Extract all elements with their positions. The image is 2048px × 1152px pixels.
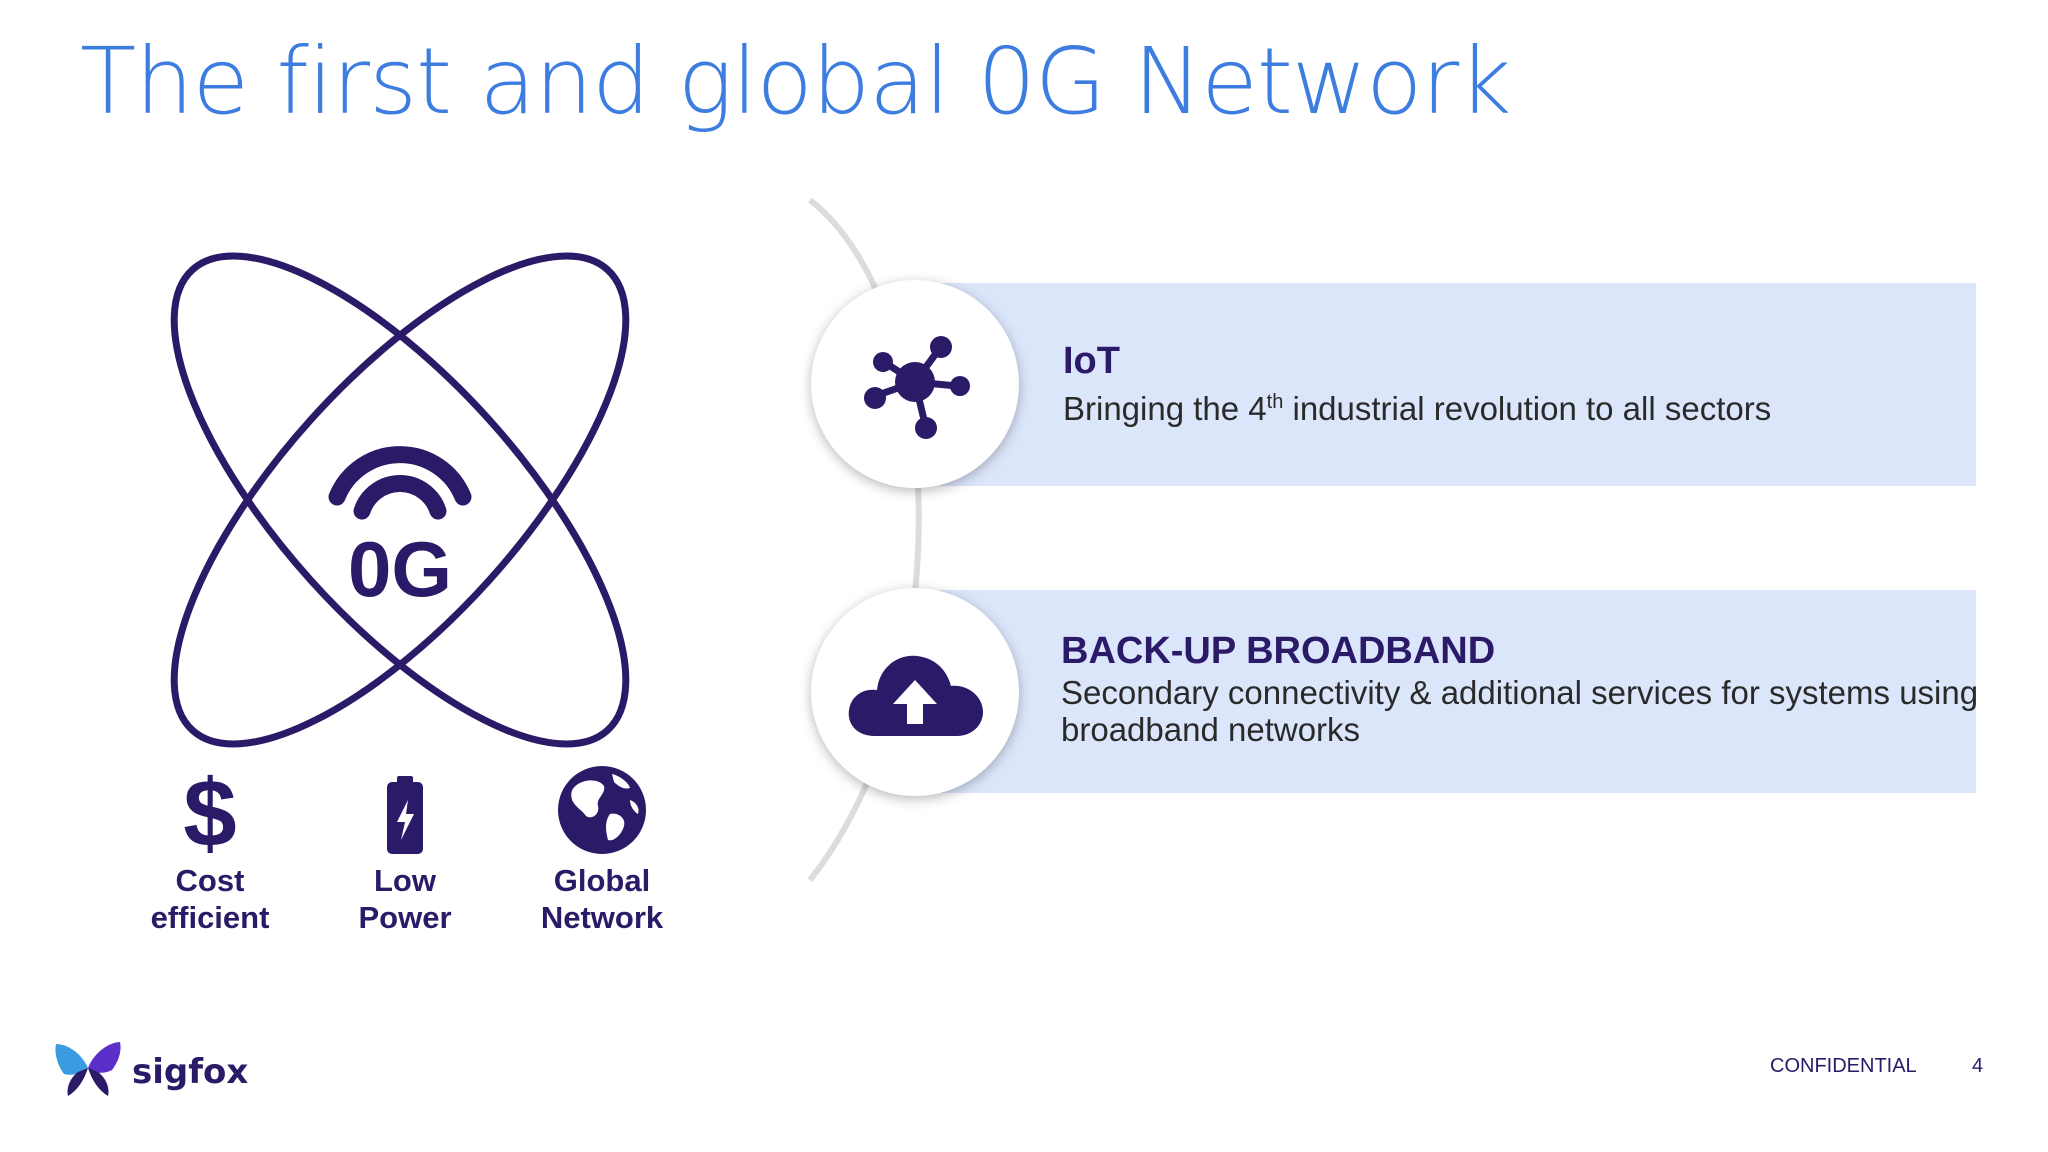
iot-band <box>940 283 1976 486</box>
network-hub-icon <box>845 312 985 457</box>
iot-icon-circle <box>811 280 1019 488</box>
iot-desc-post: industrial revolution to all sectors <box>1283 390 1772 427</box>
feature-list: $ Cost efficient Low Power <box>110 760 710 940</box>
iot-desc-sup: th <box>1266 391 1284 413</box>
globe-icon <box>502 760 702 856</box>
feature-cost: $ Cost efficient <box>110 760 310 936</box>
connector-arc <box>790 190 990 890</box>
zero-g-label: 0G <box>348 525 452 613</box>
feature-power: Low Power <box>305 760 505 936</box>
iot-desc-pre: Bringing the 4 <box>1063 390 1267 427</box>
backup-broadband-band <box>940 590 1976 793</box>
iot-description: Bringing the 4th industrial revolution t… <box>1063 384 1771 427</box>
sigfox-logo-text: sigfox <box>132 1051 249 1092</box>
broadband-icon-circle <box>811 588 1019 796</box>
page-number: 4 <box>1972 1055 1984 1077</box>
svg-text:$: $ <box>183 766 236 856</box>
iot-title: IoT <box>1063 340 1120 382</box>
feature-cost-line2: efficient <box>150 900 270 935</box>
feature-global-line2: Network <box>540 900 664 935</box>
feature-global: Global Network <box>502 760 702 936</box>
backup-desc-line2: broadband networks <box>1061 711 1361 748</box>
orbit-ellipse-right <box>170 252 630 748</box>
confidential-label: CONFIDENTIAL <box>1770 1055 1917 1077</box>
slide-title: The first and global 0G Network <box>80 28 1512 135</box>
orbit-ellipse-left <box>170 252 630 748</box>
cloud-upload-icon <box>845 640 985 745</box>
battery-icon <box>305 760 505 856</box>
backup-broadband-title: BACK-UP BROADBAND <box>1061 630 1496 672</box>
feature-power-line2: Power <box>358 900 452 935</box>
feature-power-line1: Low <box>374 863 436 898</box>
backup-broadband-description: Secondary connectivity & additional serv… <box>1061 674 2021 748</box>
feature-global-line1: Global <box>553 863 651 898</box>
sigfox-butterfly-icon <box>52 1038 124 1105</box>
sigfox-logo: sigfox <box>52 1038 248 1105</box>
wifi-signal-icon <box>328 446 472 520</box>
backup-desc-line1: Secondary connectivity & additional serv… <box>1061 674 1979 711</box>
feature-cost-line1: Cost <box>175 863 245 898</box>
dollar-icon: $ <box>110 760 310 856</box>
zero-g-atom-graphic: 0G <box>120 240 680 760</box>
